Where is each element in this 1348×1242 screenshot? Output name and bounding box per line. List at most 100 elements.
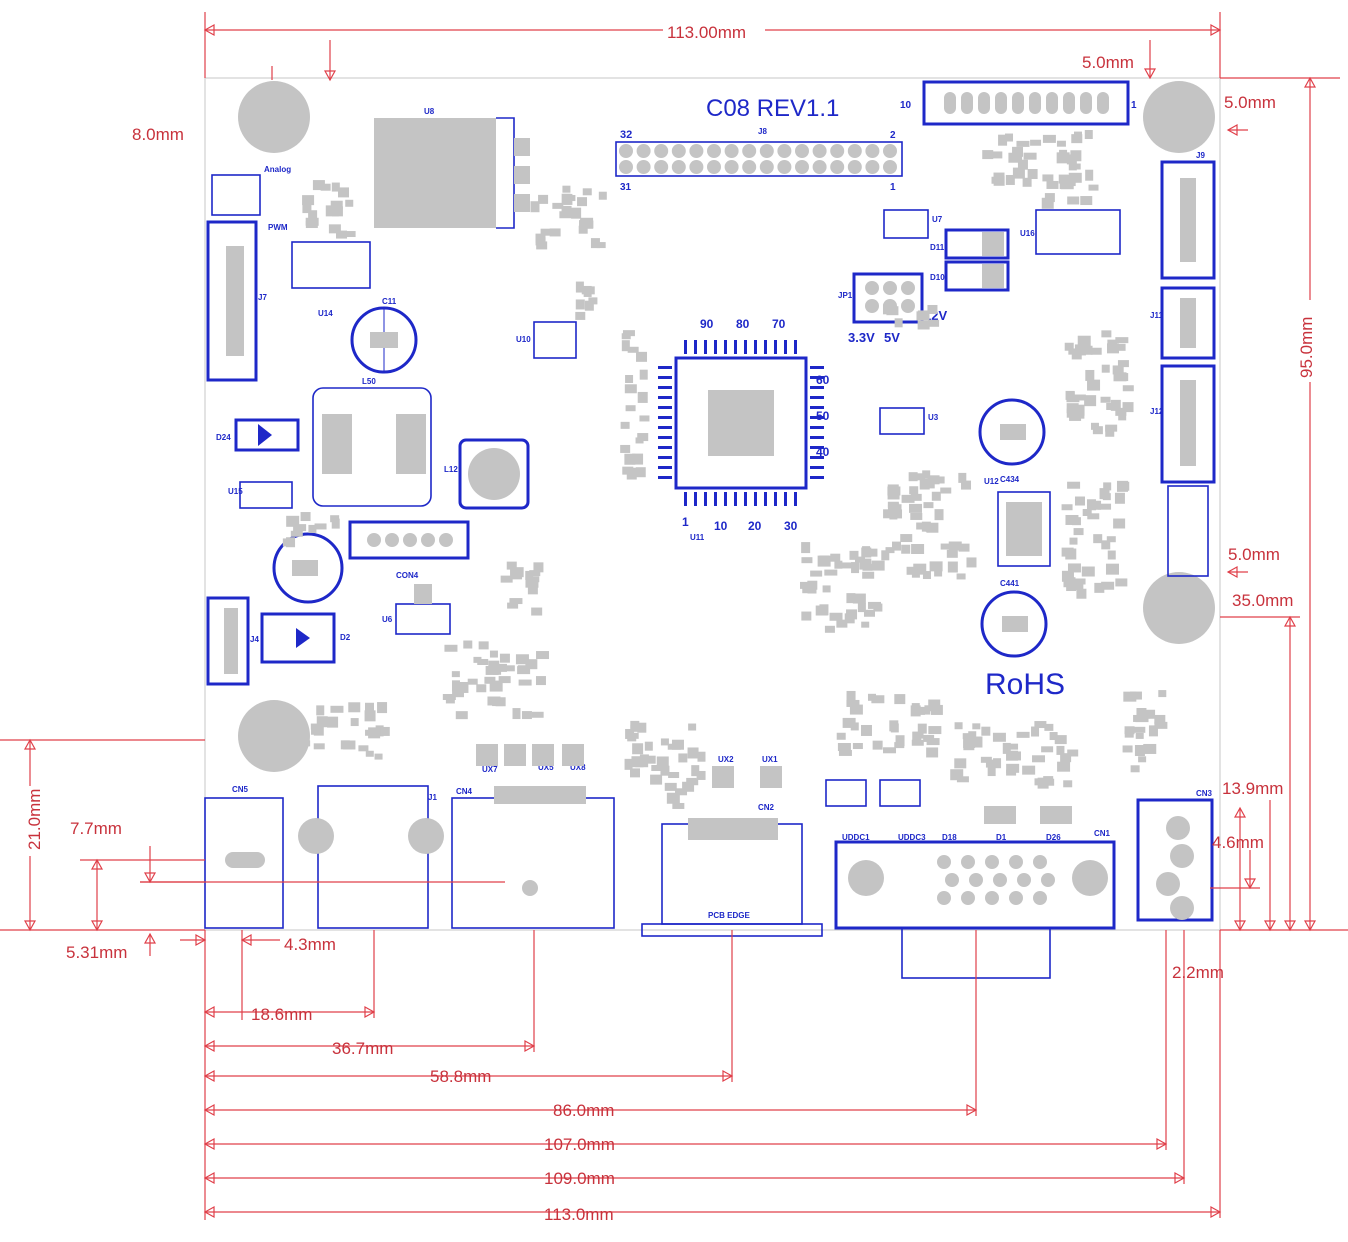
dimension-lines bbox=[0, 12, 1348, 1220]
svg-text:CON4: CON4 bbox=[396, 571, 419, 580]
svg-text:JP1: JP1 bbox=[838, 291, 853, 300]
connector-cn5: CN5 bbox=[204, 785, 284, 929]
svg-text:UDDC1: UDDC1 bbox=[842, 833, 870, 842]
ic-u10: U10 bbox=[516, 321, 577, 359]
dim-cn5-height: 7.7mm bbox=[70, 819, 122, 838]
svg-text:113.00mm: 113.00mm bbox=[667, 23, 746, 42]
dim-cn4-x: 36.7mm bbox=[332, 1039, 393, 1058]
svg-text:30: 30 bbox=[784, 519, 798, 533]
svg-text:U10: U10 bbox=[516, 335, 531, 344]
svg-text:1: 1 bbox=[890, 182, 896, 193]
capacitor-c11: C11 bbox=[350, 297, 418, 374]
connector-audio-cn3: CN3 bbox=[1136, 789, 1214, 922]
svg-text:U7: U7 bbox=[932, 215, 943, 224]
mount-hole-top-left bbox=[238, 81, 310, 153]
svg-text:95.0mm: 95.0mm bbox=[1297, 317, 1316, 378]
svg-text:3.3V: 3.3V bbox=[848, 330, 875, 345]
svg-text:L12: L12 bbox=[444, 465, 458, 474]
ic-u14: U14 bbox=[291, 241, 371, 318]
dim-hole-rm-x: 5.0mm bbox=[1228, 545, 1280, 564]
svg-text:1: 1 bbox=[1131, 100, 1137, 111]
svg-text:40: 40 bbox=[816, 445, 830, 459]
svg-text:31: 31 bbox=[620, 182, 632, 193]
ic-u3: U3 bbox=[879, 407, 939, 435]
svg-text:20: 20 bbox=[748, 519, 762, 533]
svg-text:1: 1 bbox=[682, 515, 689, 529]
svg-text:60: 60 bbox=[816, 373, 830, 387]
diode-d24: D24 bbox=[216, 418, 300, 452]
svg-text:U3: U3 bbox=[928, 413, 939, 422]
svg-text:C11: C11 bbox=[382, 297, 397, 306]
connector-j6 bbox=[1167, 485, 1209, 577]
header-j8: 32 31 2 1 J8 bbox=[615, 127, 903, 193]
dim-hole-tr-x: 5.0mm bbox=[1082, 53, 1134, 72]
connector-j1: J1 bbox=[298, 785, 444, 929]
dim-hole-top-left: 8.0mm bbox=[132, 125, 184, 144]
connector-j5: 10 1 bbox=[900, 80, 1137, 126]
svg-text:PCB EDGE: PCB EDGE bbox=[708, 911, 750, 920]
dim-j1-x: 18.6mm bbox=[251, 1005, 312, 1024]
ic-u7: U7 bbox=[883, 209, 943, 239]
pwm-label: PWM bbox=[268, 223, 288, 232]
inductor-l50: L50 bbox=[312, 377, 432, 507]
connector-j9: J9 bbox=[1160, 151, 1216, 280]
diode-d11: D11 bbox=[930, 228, 1010, 260]
dim-cn5-offset: 5.31mm bbox=[66, 943, 127, 962]
dim-vga-x: 86.0mm bbox=[553, 1101, 614, 1120]
svg-text:70: 70 bbox=[772, 317, 786, 331]
capacitor-c434: C434 bbox=[978, 398, 1046, 484]
svg-text:J8: J8 bbox=[758, 127, 767, 136]
svg-text:CN2: CN2 bbox=[758, 803, 775, 812]
jumper-jp1: JP1 3.3V 5V 12V bbox=[838, 272, 947, 345]
svg-text:90: 90 bbox=[700, 317, 714, 331]
connector-hdmi-cn2: PCB EDGE CN2 bbox=[641, 803, 823, 937]
svg-text:U11: U11 bbox=[690, 533, 705, 542]
svg-text:CN4: CN4 bbox=[456, 787, 473, 796]
mount-hole-right-mid bbox=[1143, 572, 1215, 644]
svg-text:21.0mm: 21.0mm bbox=[25, 789, 44, 850]
mount-hole-top-right bbox=[1143, 81, 1215, 153]
svg-text:U8: U8 bbox=[424, 107, 435, 116]
svg-text:32: 32 bbox=[620, 129, 632, 141]
svg-text:U6: U6 bbox=[382, 615, 393, 624]
svg-text:U14: U14 bbox=[318, 309, 333, 318]
dim-audio-h2: 4.6mm bbox=[1212, 833, 1264, 852]
analog-jumper bbox=[211, 174, 261, 216]
svg-text:CN1: CN1 bbox=[1094, 829, 1111, 838]
svg-text:UDDC3: UDDC3 bbox=[898, 833, 926, 842]
svg-text:U15: U15 bbox=[228, 487, 243, 496]
ux8-label: UX8 bbox=[570, 763, 586, 772]
svg-text:10: 10 bbox=[900, 100, 912, 111]
ux2-label: UX2 bbox=[718, 755, 734, 764]
svg-text:J1: J1 bbox=[428, 793, 437, 802]
dim-audio-h1: 13.9mm bbox=[1222, 779, 1283, 798]
svg-text:80: 80 bbox=[736, 317, 750, 331]
diode-d10: D10 bbox=[930, 260, 1010, 292]
ic-u15: U15 bbox=[228, 481, 293, 509]
capacitor-c415 bbox=[272, 532, 344, 604]
svg-text:D11: D11 bbox=[930, 243, 945, 252]
svg-text:CN5: CN5 bbox=[232, 785, 249, 794]
svg-text:D18: D18 bbox=[942, 833, 957, 842]
svg-text:50: 50 bbox=[816, 409, 830, 423]
ic-u16: U16 bbox=[1020, 209, 1121, 255]
connector-j11: J11 bbox=[1150, 286, 1216, 360]
board-outline bbox=[204, 77, 1221, 931]
svg-text:5V: 5V bbox=[884, 330, 900, 345]
svg-text:J9: J9 bbox=[1196, 151, 1205, 160]
dim-hole-tr-y: 5.0mm bbox=[1224, 93, 1276, 112]
svg-text:C434: C434 bbox=[1000, 475, 1020, 484]
svg-text:L50: L50 bbox=[362, 377, 376, 386]
svg-text:U16: U16 bbox=[1020, 229, 1035, 238]
mount-hole-bottom-left bbox=[238, 700, 310, 772]
svg-text:2: 2 bbox=[890, 130, 896, 141]
connector-vga-cn1: CN1 UDDC1 UDDC3 D18 D1 D26 bbox=[834, 829, 1116, 979]
main-chip-u11: 90 80 70 1 10 20 30 40 50 60 U11 bbox=[658, 317, 830, 542]
rohs-mark: RoHS bbox=[985, 668, 1065, 701]
connector-j12: J12 bbox=[1150, 364, 1216, 484]
smd-component-field bbox=[282, 130, 1168, 809]
svg-text:J7: J7 bbox=[258, 293, 267, 302]
svg-text:J4: J4 bbox=[250, 635, 259, 644]
